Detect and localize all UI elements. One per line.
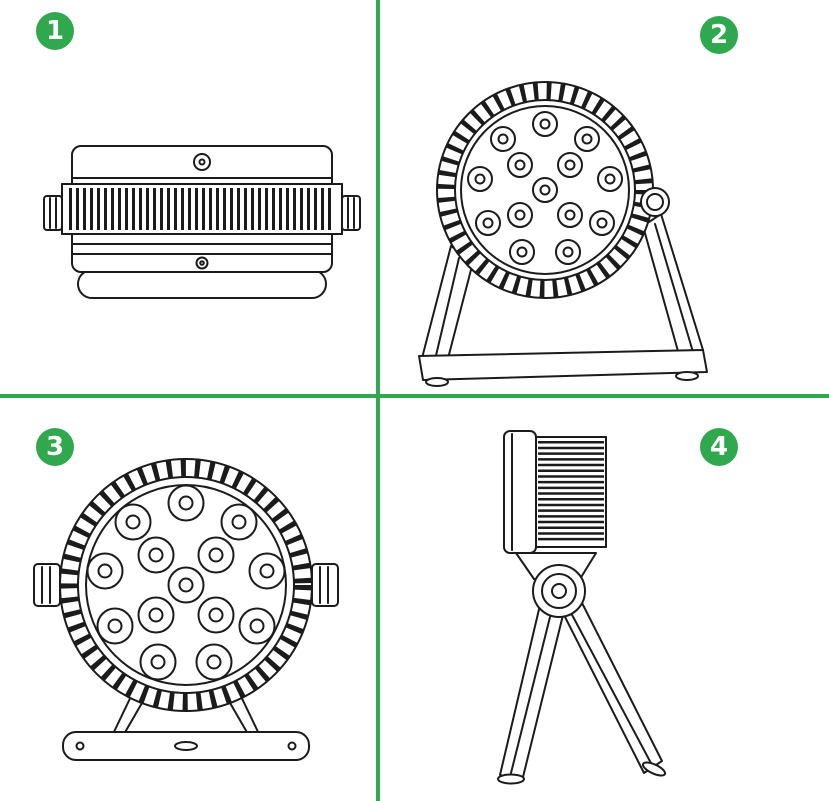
- panel-1-figure: [42, 140, 362, 310]
- fixture-top-view-drawing: [43, 145, 361, 299]
- panel-1-number-badge: 1: [36, 12, 74, 50]
- fixture-front-view-drawing: [33, 458, 339, 761]
- panel-3-number-badge: 3: [36, 428, 74, 466]
- fixture-side-view-drawing: [497, 430, 667, 785]
- vertical-divider: [376, 0, 380, 801]
- panel-3-figure: [28, 430, 368, 770]
- panel-2-number-badge: 2: [700, 16, 738, 54]
- panel-2-figure: [405, 50, 735, 390]
- panel-4-number-badge: 4: [700, 428, 738, 466]
- panel-4-figure: [458, 425, 708, 797]
- horizontal-divider: [0, 394, 829, 398]
- fixture-perspective-view-drawing: [418, 81, 708, 387]
